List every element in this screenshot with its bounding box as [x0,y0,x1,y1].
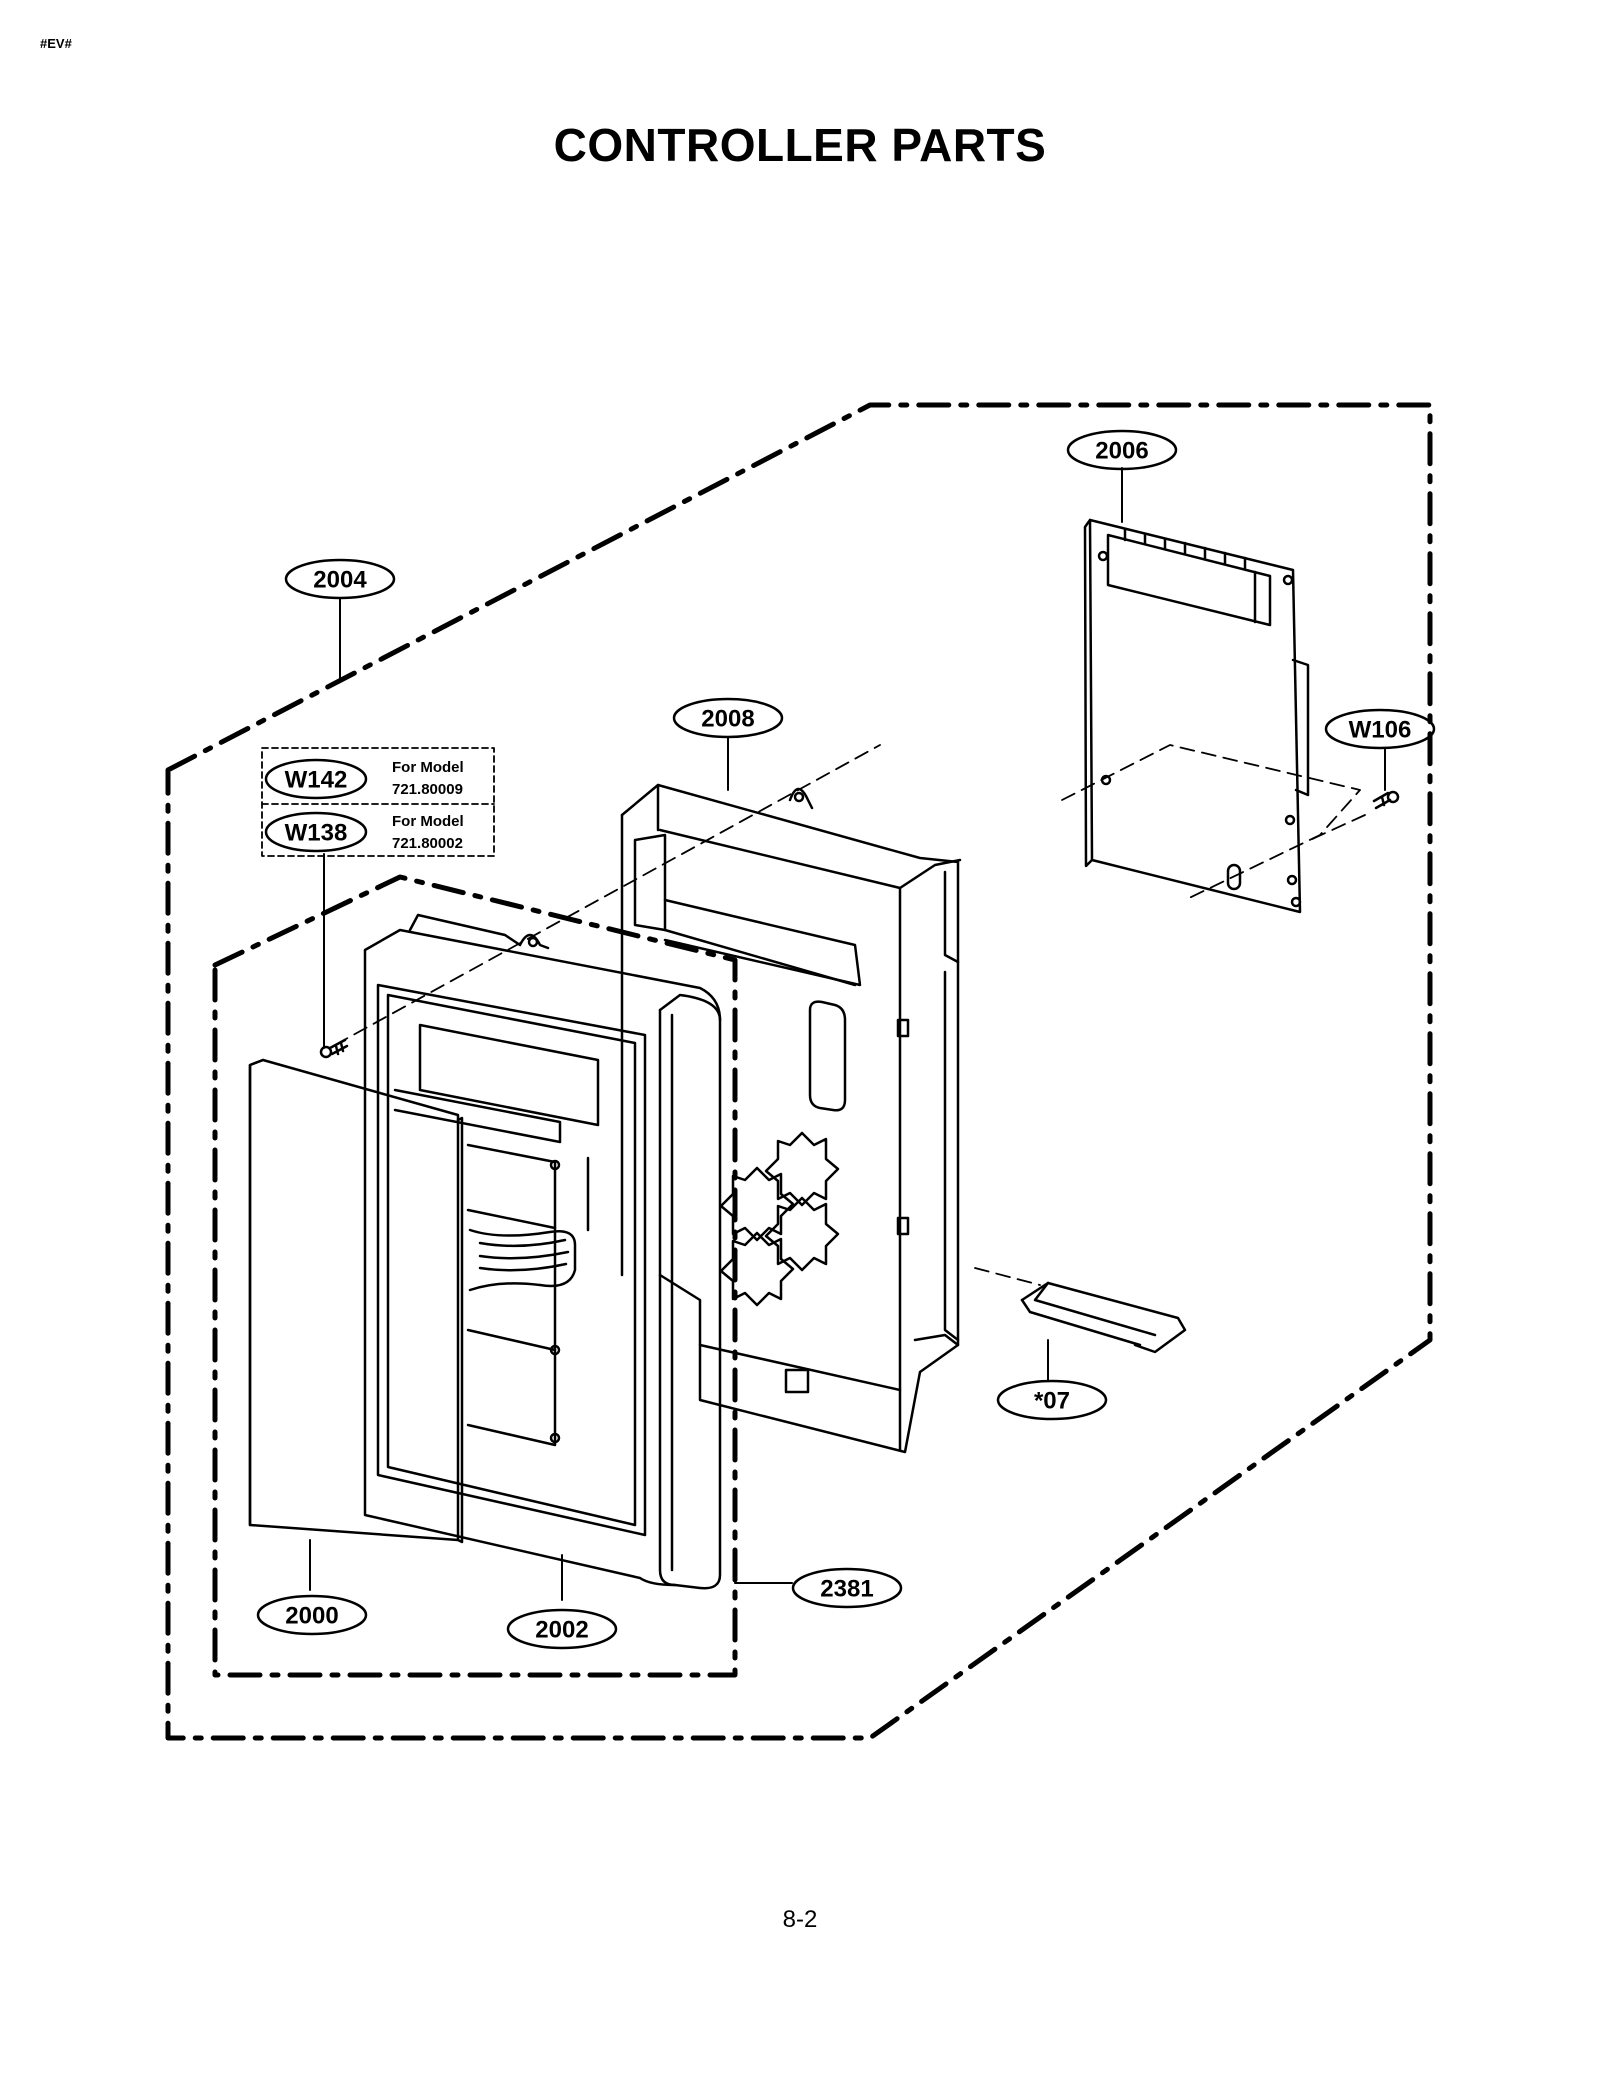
callout-2008: 2008 [701,706,754,733]
leader-lines [309,467,1386,1601]
callout-w106: W106 [1349,717,1412,744]
callout-w138: W138 [285,820,348,847]
w138-note-line2: 721.80002 [392,835,463,852]
page-number: 8-2 [782,1906,818,1933]
w142-note-line2: 721.80009 [392,781,463,798]
front-panel-2000 [248,1058,464,1544]
document-code-tag: #EV# [40,36,72,51]
page-title: CONTROLLER PARTS [553,119,1047,171]
pcb-board-2006 [1083,518,1310,914]
callout-07: *07 [1034,1388,1070,1415]
callout-w142: W142 [285,767,348,794]
w138-note-line1: For Model [392,813,464,830]
callout-bubbles [256,429,1436,1650]
model-note-boxes [261,747,495,857]
callout-2381: 2381 [820,1576,873,1603]
subassembly-2381-boundary [212,874,738,1678]
callout-2000: 2000 [285,1603,338,1630]
front-frame-2002 [363,913,722,1590]
part-07 [1020,1281,1187,1354]
w142-note-line1: For Model [392,759,464,776]
assembly-guide-lines [334,744,1366,1286]
callout-2004: 2004 [313,567,367,594]
assembly-2004-boundary [165,402,1433,1741]
screw-w106 [1372,790,1400,810]
callout-2002: 2002 [535,1617,588,1644]
callout-2006: 2006 [1095,438,1148,465]
